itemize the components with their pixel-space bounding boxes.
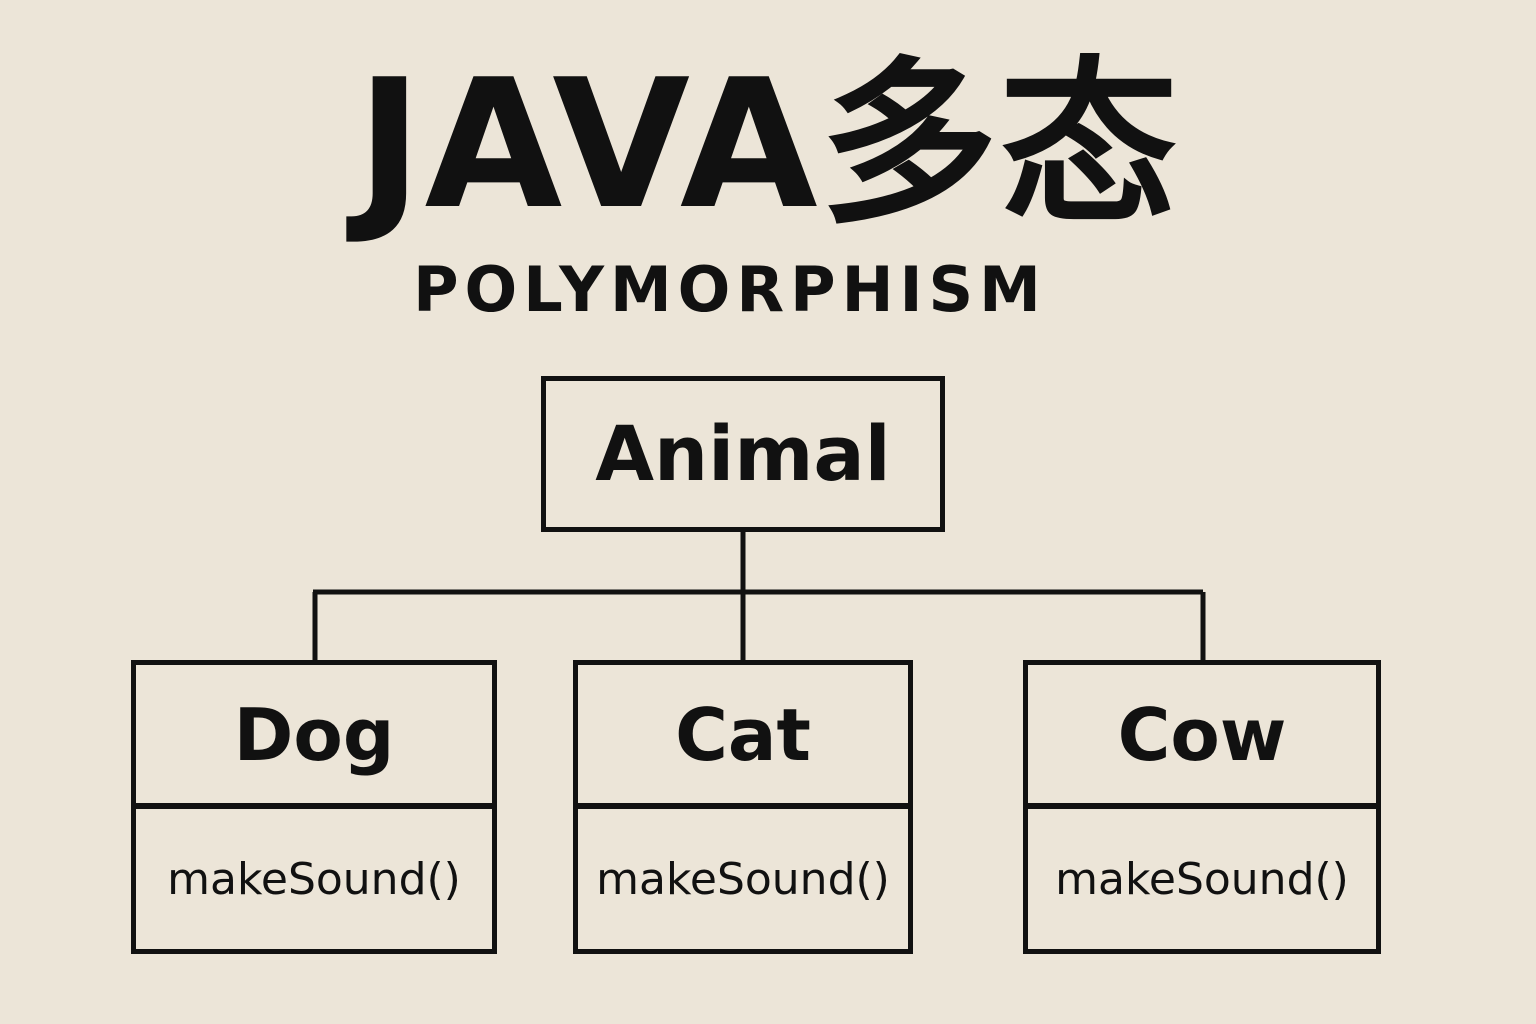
class-box-cow: Cow makeSound() <box>1023 660 1381 954</box>
method-make-sound-cow: makeSound() <box>1055 854 1349 905</box>
method-make-sound-dog: makeSound() <box>167 854 461 905</box>
class-name-animal: Animal <box>595 409 891 498</box>
class-box-dog: Dog makeSound() <box>131 660 497 954</box>
class-name-cat: Cat <box>675 693 811 777</box>
class-box-cat: Cat makeSound() <box>573 660 913 954</box>
class-box-animal: Animal <box>541 376 945 532</box>
page-subtitle: POLYMORPHISM <box>413 253 1047 326</box>
method-make-sound-cat: makeSound() <box>596 854 890 905</box>
class-divider <box>578 803 908 809</box>
class-name-dog: Dog <box>233 693 395 777</box>
class-divider <box>136 803 492 809</box>
class-divider <box>1028 803 1376 809</box>
class-name-cow: Cow <box>1117 693 1287 777</box>
page-title: JAVA多态 <box>356 41 1180 248</box>
